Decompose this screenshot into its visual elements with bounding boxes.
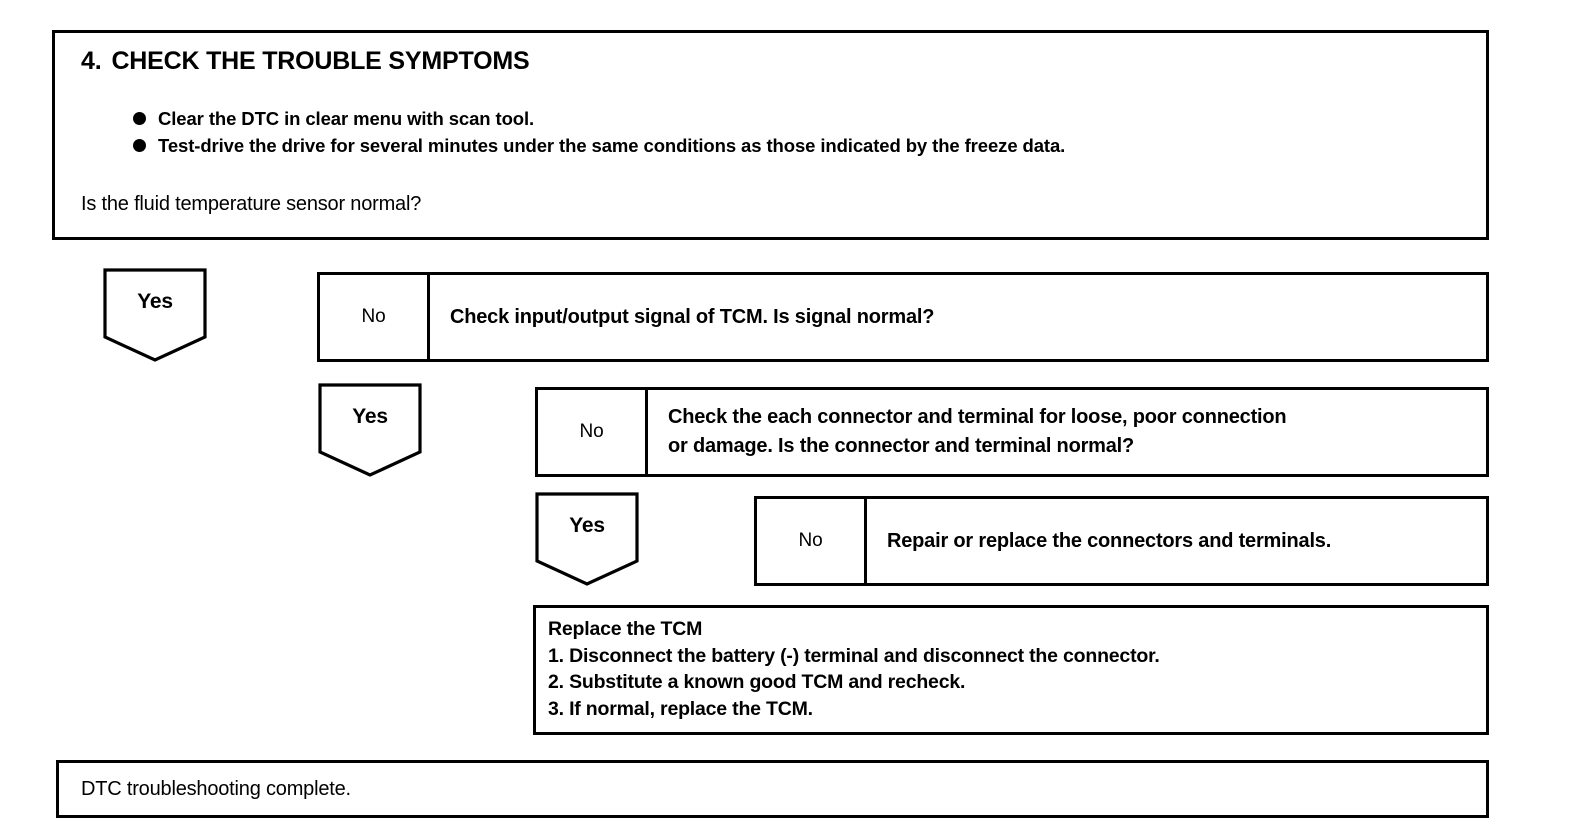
yes-label: Yes xyxy=(569,514,605,537)
step-number: 4. xyxy=(81,47,102,75)
branch-text-line: Check the each connector and terminal fo… xyxy=(668,406,1287,428)
pennant-shape-icon xyxy=(535,492,639,586)
yes-label: Yes xyxy=(352,405,388,428)
yes-pennant-1: Yes xyxy=(103,268,207,362)
tcm-step: 2. Substitute a known good TCM and reche… xyxy=(548,671,966,693)
no-label-cell-3: No xyxy=(757,499,867,583)
instruction-text: Test-drive the drive for several minutes… xyxy=(158,135,1066,156)
branch-text-line: Check input/output signal of TCM. Is sig… xyxy=(450,305,935,328)
branch-text-line: or damage. Is the connector and terminal… xyxy=(668,435,1135,457)
list-item: Test-drive the drive for several minutes… xyxy=(133,134,1463,157)
pennant-shape-icon xyxy=(318,383,422,477)
no-label-cell-1: No xyxy=(320,275,430,359)
instruction-text: Clear the DTC in clear menu with scan to… xyxy=(158,108,535,129)
footer-box: DTC troubleshooting complete. xyxy=(56,760,1489,818)
pennant-shape-icon xyxy=(103,268,207,362)
branch-text-line: Repair or replace the connectors and ter… xyxy=(887,529,1332,552)
yes-pennant-3: Yes xyxy=(535,492,639,586)
tcm-step: 3. If normal, replace the TCM. xyxy=(548,697,813,720)
page-title: 4. CHECK THE TROUBLE SYMPTOMS xyxy=(81,47,530,76)
instruction-list: Clear the DTC in clear menu with scan to… xyxy=(133,107,1463,161)
bullet-dot-icon xyxy=(133,112,146,125)
branch-row-3: No Repair or replace the connectors and … xyxy=(754,496,1489,586)
branch-content-2: Check the each connector and terminal fo… xyxy=(648,390,1486,474)
tcm-step: 1. Disconnect the battery (-) terminal a… xyxy=(548,644,1160,667)
list-item: Clear the DTC in clear menu with scan to… xyxy=(133,107,1463,130)
branch-row-2: No Check the each connector and terminal… xyxy=(535,387,1489,477)
no-label: No xyxy=(798,530,823,551)
footer-text: DTC troubleshooting complete. xyxy=(81,777,351,800)
tcm-heading: Replace the TCM xyxy=(548,618,703,640)
branch-content-1: Check input/output signal of TCM. Is sig… xyxy=(430,275,1486,359)
no-label: No xyxy=(579,421,604,442)
branch-content-3: Repair or replace the connectors and ter… xyxy=(867,499,1486,583)
replace-tcm-box: Replace the TCM 1. Disconnect the batter… xyxy=(533,605,1489,735)
step-title-text: CHECK THE TROUBLE SYMPTOMS xyxy=(111,47,530,75)
step-question: Is the fluid temperature sensor normal? xyxy=(81,193,422,215)
branch-row-1: No Check input/output signal of TCM. Is … xyxy=(317,272,1489,362)
yes-pennant-2: Yes xyxy=(318,383,422,477)
bullet-dot-icon xyxy=(133,139,146,152)
yes-label: Yes xyxy=(137,290,173,313)
no-label: No xyxy=(361,306,386,327)
step-header-box: 4. CHECK THE TROUBLE SYMPTOMS Clear the D… xyxy=(52,30,1489,240)
no-label-cell-2: No xyxy=(538,390,648,474)
